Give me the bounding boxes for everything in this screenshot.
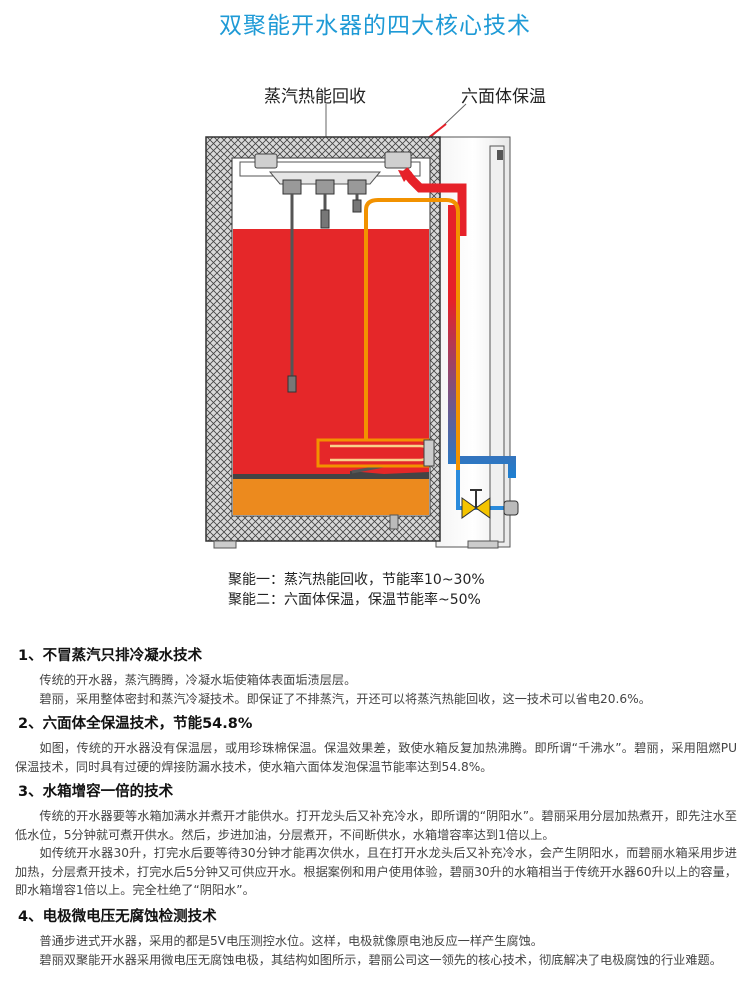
caption-line-1: 聚能一：蒸汽热能回收，节能率10~30% xyxy=(228,572,485,588)
left-foot xyxy=(213,540,237,549)
section-4-paragraph-2: 碧丽双聚能开水器采用微电压无腐蚀电极，其结构如图所示，碧丽公司这一领先的核心技术… xyxy=(39,952,722,967)
diagram-captions: 聚能一：蒸汽热能回收，节能率10~30% 聚能二：六面体保温，保温节能率~50% xyxy=(228,570,485,610)
section-2-paragraph-1: 如图，传统的开水器没有保温层，或用珍珠棉保温。保温效果差，致使水箱反复加热沸腾。… xyxy=(15,741,737,774)
section-4-paragraph-1: 普通步进式开水器，采用的都是5V电压测控水位。这样，电极就像原电池反应一样产生腐… xyxy=(39,934,543,948)
section-1-paragraph-1: 传统的开水器，蒸汽腾腾，冷凝水垢使箱体表面垢渍层层。 xyxy=(39,673,357,687)
section-3-heading: 3、水箱增容一倍的技术 xyxy=(18,784,174,800)
section-3: 3、水箱增容一倍的技术 传统的开水器要等水箱加满水并煮开才能供水。打开龙头后又补… xyxy=(15,780,737,900)
callout-six-side-insulation: 六面体保温 xyxy=(461,87,546,107)
section-4: 4、电极微电压无腐蚀检测技术 普通步进式开水器，采用的都是5V电压测控水位。这样… xyxy=(15,905,737,969)
right-foot xyxy=(467,540,499,549)
inlet-connector xyxy=(503,500,519,516)
heating-element xyxy=(316,438,435,468)
callout-steam-recovery: 蒸汽热能回收 xyxy=(264,87,366,107)
hot-water-layer xyxy=(233,229,429,477)
door-frame xyxy=(489,145,505,543)
riser-pipe xyxy=(364,198,460,470)
door-handle xyxy=(497,150,503,160)
section-1-paragraph-2: 碧丽，采用整体密封和蒸汽冷凝技术。即保证了不排蒸汽，开还可以将蒸汽热能回收，这一… xyxy=(39,691,651,706)
steam-recovery-pipe xyxy=(400,167,467,236)
section-1: 1、不冒蒸汽只排冷凝水技术 传统的开水器，蒸汽腾腾，冷凝水垢使箱体表面垢渍层层。… xyxy=(15,644,737,708)
section-2: 2、六面体全保温技术，节能54.8% 如图，传统的开水器没有保温层，或用珍珠棉保… xyxy=(15,712,737,776)
caption-line-2: 聚能二：六面体保温，保温节能率~50% xyxy=(228,592,481,608)
cold-water-layer xyxy=(233,477,429,515)
layer-separator xyxy=(233,471,429,479)
water-level-electrodes xyxy=(282,179,367,393)
page-title: 双聚能开水器的四大核心技术 xyxy=(219,13,531,39)
section-1-heading: 1、不冒蒸汽只排冷凝水技术 xyxy=(18,648,203,664)
section-3-paragraph-1: 传统的开水器要等水箱加满水并煮开才能供水。打开龙头后又补充冷水，即所谓的“阴阳水… xyxy=(15,809,737,842)
outlet-pipe xyxy=(448,205,516,478)
water-heater-diagram xyxy=(205,103,519,549)
section-4-heading: 4、电极微电压无腐蚀检测技术 xyxy=(18,909,217,925)
section-3-paragraph-2: 如传统开水器30升，打完水后要等待30分钟才能再次供水，且在打开水龙头后又补充冷… xyxy=(15,846,737,897)
drain-stub xyxy=(389,514,399,530)
section-2-heading: 2、六面体全保温技术，节能54.8% xyxy=(18,716,253,732)
inlet-valve xyxy=(461,489,491,519)
